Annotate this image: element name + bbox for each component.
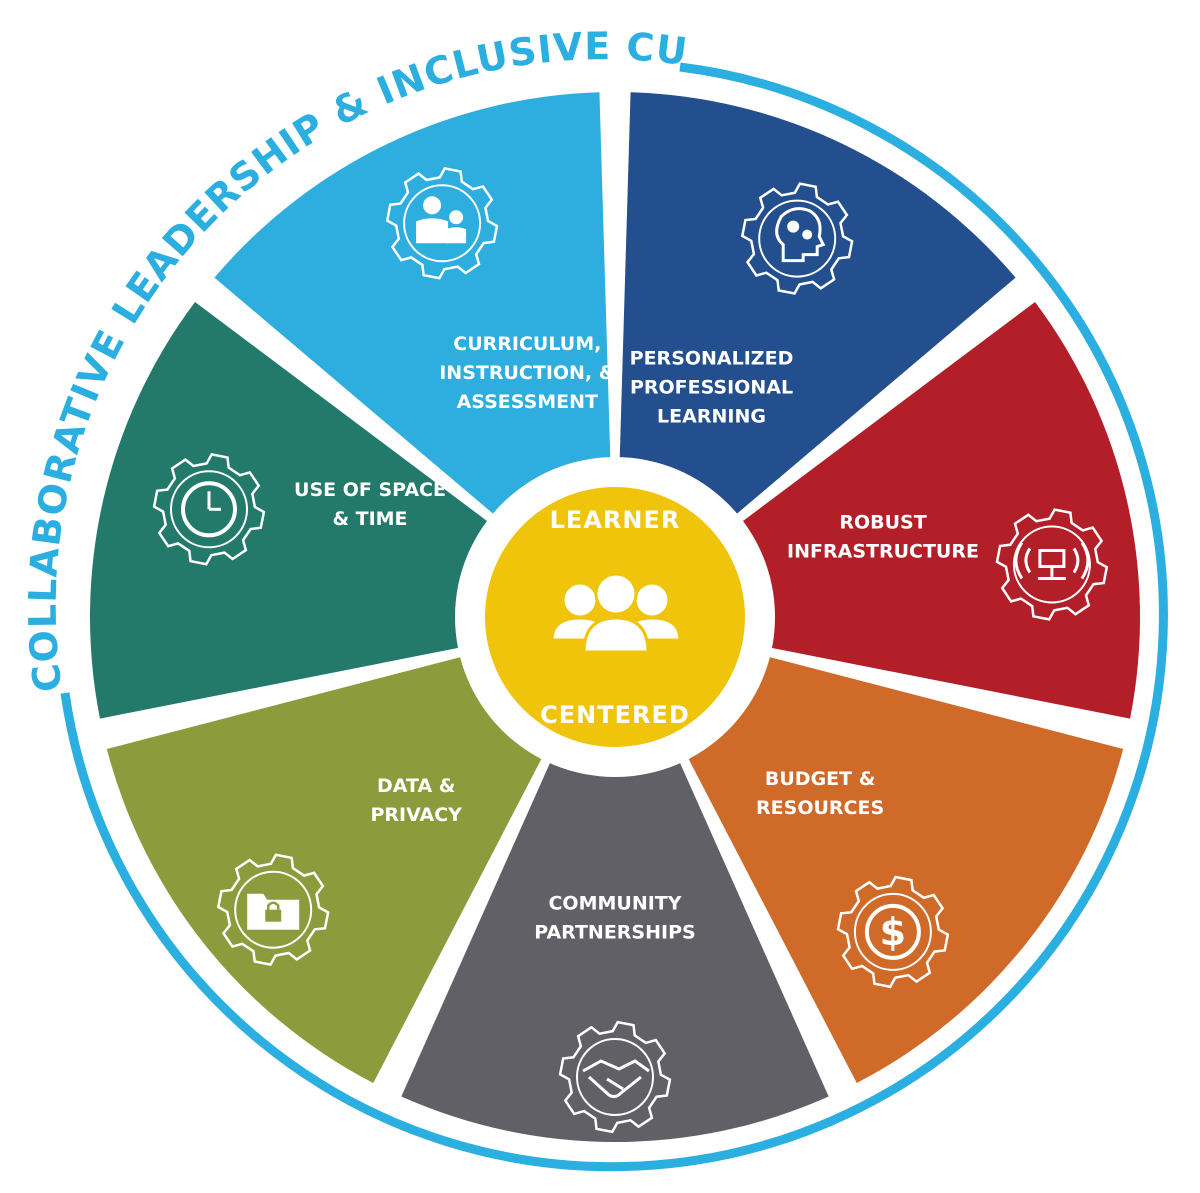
gear-outline-icon [836,875,950,989]
segment-label-line: INSTRUCTION, & [439,362,615,384]
segment-curriculum-instruction-assessment [214,92,615,617]
locked-folder-icon [216,853,330,967]
segment-label-line: ASSESSMENT [457,391,599,413]
segment-label-line: COMMUNITY [548,893,681,915]
segment-label-use-of-space-time: USE OF SPACE & TIME [294,479,446,530]
segment-label-line: PROFESSIONAL [630,376,793,398]
segment-label-line: PERSONALIZED [630,347,794,369]
clock-icon [152,452,266,566]
gear-outline-icon [385,166,499,280]
segment-label-line: USE OF SPACE [294,479,446,501]
segment-label-line: RESOURCES [756,797,884,819]
segment-community-partnerships [401,617,829,1142]
gear-inner-ring [403,184,482,263]
segment-label-line: INFRASTRUCTURE [787,540,979,562]
segment-label-robust-infrastructure: ROBUST INFRASTRUCTURE [787,511,979,562]
gear-inner-ring [576,1038,654,1116]
gear-outline-icon [558,1020,672,1134]
segment-label-line: BUDGET & [765,768,875,790]
segment-label-line: PARTNERSHIPS [534,922,695,944]
center-top-label: LEARNER [550,506,681,534]
segment-personalized-professional-learning [615,92,1016,617]
svg-text:$: $ [880,910,906,954]
gear-outline-icon [216,853,330,967]
head-with-gears-icon [740,182,854,295]
segments-group: PERSONALIZED PROFESSIONAL LEARNING ROBUST I… [90,92,1140,1142]
group-of-learners-icon [550,572,682,654]
segment-label-budget-resources: BUDGET & RESOURCES [756,768,884,819]
center-bottom-label: CENTERED [540,701,690,729]
gear-outline-icon [740,182,854,295]
gear-outline-icon [152,452,266,566]
gear-inner-ring [170,470,248,549]
segment-label-data-privacy: DATA & PRIVACY [370,775,462,826]
segment-label-line: ROBUST [839,511,926,533]
segment-label-line: CURRICULUM, [453,333,601,355]
segment-label-line: LEARNING [657,405,766,427]
segment-label-line: PRIVACY [370,804,462,826]
gear-outline-icon [995,508,1109,621]
segment-data-privacy [106,617,615,1084]
handshake-icon [558,1020,672,1134]
segment-budget-resources [615,617,1124,1084]
segment-label-line: DATA & [377,775,455,797]
gear-inner-ring [758,199,837,278]
segment-label-personalized-professional-learning: PERSONALIZED PROFESSIONAL LEARNING [630,347,794,427]
segment-label-line: & TIME [332,508,407,530]
wireless-network-icon [995,508,1109,621]
gear-inner-ring [234,870,313,949]
gear-inner-ring [1012,525,1091,604]
gear-inner-ring [853,892,932,971]
teacher-student-icon [385,166,499,280]
outer-ring-arc [60,62,1168,1172]
dollar-icon: $ [836,875,950,989]
segment-label-curriculum-instruction-assessment: CURRICULUM, INSTRUCTION, & ASSESSMENT [439,333,615,413]
segment-label-community-partnerships: COMMUNITY PARTNERSHIPS [534,893,695,944]
